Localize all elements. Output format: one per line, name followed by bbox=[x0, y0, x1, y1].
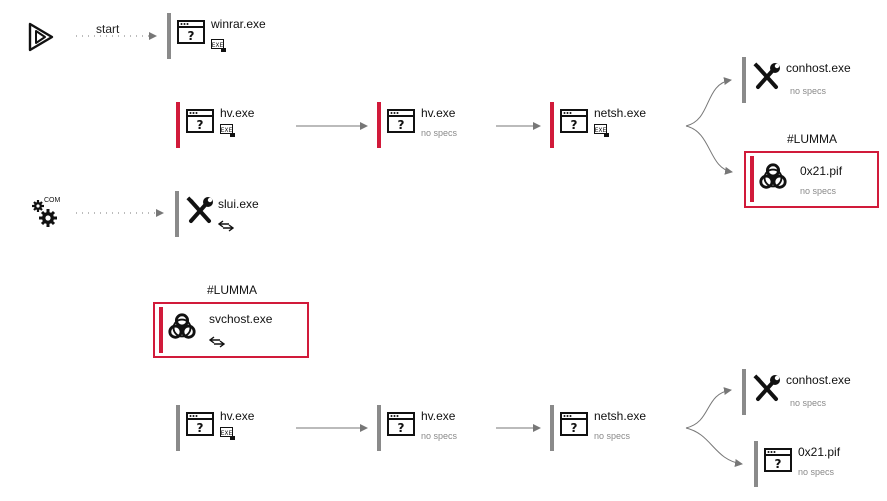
node-status-bar bbox=[550, 405, 554, 451]
process-node-conhost1[interactable]: conhost.exe no specs bbox=[742, 57, 887, 117]
edge-netsh2-conhost2 bbox=[685, 387, 732, 429]
svg-text:?: ? bbox=[398, 421, 405, 435]
process-node-hv1a[interactable]: ? hv.exe EXE bbox=[176, 102, 356, 162]
window-question-icon: ? bbox=[762, 445, 794, 477]
svg-text:?: ? bbox=[571, 118, 578, 132]
process-name: hv.exe bbox=[421, 409, 456, 423]
process-name: netsh.exe bbox=[594, 106, 647, 120]
node-status-bar bbox=[377, 102, 381, 148]
network-arrows-icon bbox=[217, 219, 235, 233]
window-question-icon: ? bbox=[558, 106, 590, 138]
node-status-bar bbox=[159, 307, 163, 353]
process-node-slui[interactable]: slui.exe bbox=[175, 191, 355, 251]
com-label: COM bbox=[44, 197, 61, 204]
window-question-icon: ? bbox=[184, 409, 216, 441]
process-name: winrar.exe bbox=[211, 17, 266, 31]
exe-icon: EXE bbox=[594, 124, 610, 138]
svg-text:EXE: EXE bbox=[221, 127, 233, 134]
process-spec: no specs bbox=[800, 186, 837, 196]
process-name: conhost.exe bbox=[786, 61, 851, 75]
node-status-bar bbox=[377, 405, 381, 451]
exe-icon: EXE bbox=[211, 39, 227, 53]
window-question-icon: ? bbox=[385, 409, 417, 441]
malware-tag: #LUMMA bbox=[787, 132, 838, 146]
process-node-netsh1[interactable]: ? netsh.exe EXE bbox=[550, 102, 730, 162]
process-name: 0x21.pif bbox=[800, 164, 843, 178]
svg-text:?: ? bbox=[398, 118, 405, 132]
process-spec: no specs bbox=[790, 398, 827, 408]
process-name: hv.exe bbox=[421, 106, 456, 120]
node-status-bar bbox=[550, 102, 554, 148]
node-status-bar bbox=[167, 13, 171, 59]
process-name: slui.exe bbox=[218, 197, 259, 211]
process-name: hv.exe bbox=[220, 106, 255, 120]
node-status-bar bbox=[742, 57, 746, 103]
node-status-bar bbox=[742, 369, 746, 415]
edge-netsh1-pif1 bbox=[685, 125, 733, 175]
process-node-winrar[interactable]: ? winrar.exe EXE bbox=[167, 13, 347, 73]
process-name: netsh.exe bbox=[594, 409, 647, 423]
network-arrows-icon bbox=[208, 335, 226, 349]
window-question-icon: ? bbox=[558, 409, 590, 441]
process-spec: no specs bbox=[421, 431, 458, 441]
process-node-svchost[interactable]: svchost.exe bbox=[159, 307, 339, 367]
node-status-bar bbox=[750, 156, 754, 202]
start-edge-label: start bbox=[96, 22, 120, 36]
edge-netsh2-pif2 bbox=[685, 427, 743, 467]
tools-icon bbox=[183, 195, 215, 227]
process-node-hv1b[interactable]: ? hv.exe no specs bbox=[377, 102, 557, 162]
biohazard-icon bbox=[167, 312, 199, 344]
process-spec: no specs bbox=[421, 128, 458, 138]
svg-text:?: ? bbox=[197, 118, 204, 132]
edge-netsh1-conhost1 bbox=[685, 77, 732, 127]
play-logo-icon[interactable] bbox=[26, 22, 56, 52]
malicious-highlight-box bbox=[153, 302, 309, 358]
svg-text:?: ? bbox=[188, 29, 195, 43]
malicious-highlight-box bbox=[744, 151, 879, 208]
process-name: conhost.exe bbox=[786, 373, 851, 387]
svg-text:?: ? bbox=[775, 457, 782, 471]
window-question-icon: ? bbox=[184, 106, 216, 138]
process-edges bbox=[76, 32, 743, 467]
process-name: hv.exe bbox=[220, 409, 255, 423]
exe-icon: EXE bbox=[220, 124, 236, 138]
node-status-bar bbox=[176, 405, 180, 451]
process-spec: no specs bbox=[594, 431, 631, 441]
svg-text:EXE: EXE bbox=[595, 127, 607, 134]
window-question-icon: ? bbox=[385, 106, 417, 138]
node-status-bar bbox=[176, 102, 180, 148]
window-question-icon: ? bbox=[175, 17, 207, 49]
process-node-hv2b[interactable]: ? hv.exe no specs bbox=[377, 405, 557, 465]
biohazard-icon bbox=[758, 162, 790, 194]
exe-icon: EXE bbox=[220, 427, 236, 441]
node-status-bar bbox=[754, 441, 758, 487]
process-node-netsh2[interactable]: ? netsh.exe no specs bbox=[550, 405, 730, 465]
node-status-bar bbox=[175, 191, 179, 237]
process-spec: no specs bbox=[798, 467, 835, 477]
tools-icon bbox=[750, 61, 782, 93]
malware-tag: #LUMMA bbox=[207, 283, 258, 297]
process-node-pif1[interactable]: 0x21.pif no specs bbox=[750, 156, 887, 216]
process-node-pif2[interactable]: ? 0x21.pif no specs bbox=[754, 441, 887, 501]
svg-text:?: ? bbox=[571, 421, 578, 435]
tools-icon bbox=[750, 373, 782, 405]
process-node-hv2a[interactable]: ? hv.exe EXE bbox=[176, 405, 356, 465]
svg-text:EXE: EXE bbox=[221, 430, 233, 437]
svg-text:?: ? bbox=[197, 421, 204, 435]
process-name: 0x21.pif bbox=[798, 445, 841, 459]
process-node-conhost2[interactable]: conhost.exe no specs bbox=[742, 369, 887, 429]
svg-text:EXE: EXE bbox=[212, 42, 224, 49]
process-spec: no specs bbox=[790, 86, 827, 96]
com-gears-icon[interactable]: COM bbox=[30, 197, 66, 228]
process-name: svchost.exe bbox=[209, 312, 273, 326]
